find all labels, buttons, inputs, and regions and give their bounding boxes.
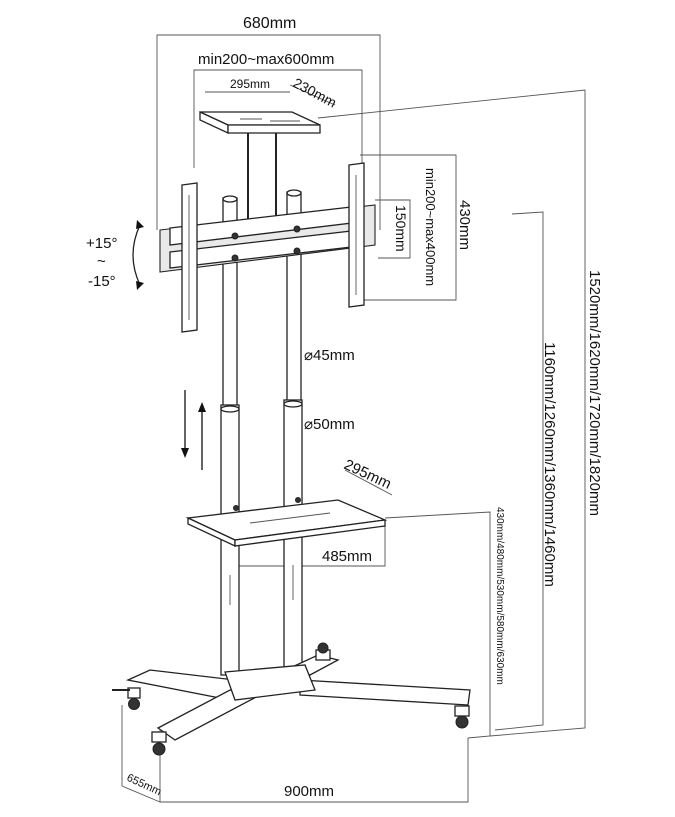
tilt-arc-arrow-down [136, 281, 144, 290]
label-top-shelf-width: 295mm [230, 77, 270, 91]
caster-front-right [454, 705, 470, 729]
label-tilt-sep: ~ [97, 253, 106, 270]
bracket-gap-line [375, 199, 411, 259]
bracket-bolt-3 [231, 254, 239, 262]
pole-left-cap [222, 195, 238, 203]
pole-left-collar [220, 405, 240, 413]
label-tilt-down: -15° [88, 273, 116, 290]
caster-rear-left [112, 687, 141, 710]
top-shelf-depth-line [289, 84, 336, 106]
tilt-arc [132, 224, 141, 286]
label-height-lower: 1160mm/1260mm/1360mm/1460mm [541, 342, 558, 587]
label-pole-lower: ⌀50mm [304, 416, 355, 433]
top-shelf [199, 110, 321, 228]
label-base-width: 900mm [284, 783, 334, 800]
label-height-total: 1520mm/1620mm/1720mm/1820mm [586, 270, 603, 516]
label-bracket-height: 430mm [456, 200, 473, 250]
tilt-arc-arrow-up [136, 220, 144, 229]
caster-front-right-mount [454, 705, 470, 717]
base-width-line [159, 730, 469, 803]
caster-rear-right-wheel [317, 642, 329, 654]
caster-front-left-mount [151, 731, 167, 743]
base [112, 642, 471, 756]
label-shelf-width: 485mm [322, 548, 372, 565]
label-tilt-up: +15° [86, 235, 117, 252]
lower-height-line [494, 211, 544, 731]
shelf-depth-line [344, 469, 393, 496]
base-depth-line-b [121, 785, 161, 803]
label-shelf-depth: 295mm [341, 456, 394, 493]
caster-front-left [151, 731, 167, 756]
base-hub [224, 664, 316, 701]
tv-bracket [132, 162, 376, 333]
label-overall-width: 680mm [243, 15, 296, 32]
pole-right-cap [286, 189, 302, 197]
label-pole-upper: ⌀45mm [304, 347, 355, 364]
bracket-height-line [360, 154, 457, 301]
middle-shelf-slot [249, 512, 331, 524]
label-shelf-heights: 430mm/480mm/530mm/580mm/630mm [494, 507, 505, 685]
height-adjust-arrows [181, 390, 206, 470]
caster-rear-right [315, 642, 331, 661]
label-vesa-width: min200~max600mm [198, 51, 334, 68]
pole-right-collar [283, 400, 303, 408]
width-680-line [156, 34, 381, 230]
caster-rear-left-wheel [128, 698, 140, 710]
label-base-depth: 655mm [125, 772, 163, 798]
caster-front-right-wheel [455, 715, 469, 729]
bracket-bolt-4 [293, 247, 301, 255]
label-vesa-height: min200~max400mm [423, 168, 438, 286]
total-height-line [317, 89, 586, 737]
vesa-width-line [193, 69, 363, 168]
shelf-bracket-bolt-left [233, 505, 239, 511]
base-leg-front-right [299, 679, 471, 706]
dimension-lines [121, 34, 586, 803]
caster-front-left-wheel [152, 742, 166, 756]
bracket-bolt-1 [231, 232, 239, 240]
top-shelf-front [227, 124, 321, 134]
shelf-bracket-bolt-right [295, 497, 301, 503]
bracket-bolt-2 [293, 225, 301, 233]
bracket-arm-left [181, 182, 198, 333]
shelf-height-line [384, 511, 491, 739]
middle-shelf [185, 497, 388, 548]
adjust-arrow-down-head [181, 448, 189, 458]
adjust-arrow-up-head [198, 402, 206, 412]
label-bracket-gap: 150mm [393, 205, 409, 252]
bracket-arm-right [348, 162, 365, 308]
middle-shelf-front [234, 519, 386, 547]
label-top-shelf-depth: 230mm [291, 75, 340, 111]
